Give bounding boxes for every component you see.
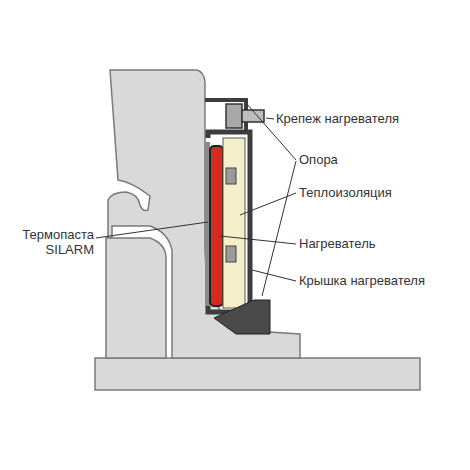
bottom-support — [214, 300, 270, 334]
part-label: Опора — [299, 152, 338, 167]
screw — [226, 168, 236, 184]
insulation — [223, 138, 245, 308]
heater-cover — [208, 132, 250, 312]
base-plate — [95, 358, 420, 390]
heater — [210, 146, 223, 306]
bolt-head — [226, 104, 242, 128]
leader-lines — [96, 103, 296, 296]
screw — [226, 246, 236, 262]
part-label: Теплоизоляция — [299, 185, 392, 200]
part-label: Крышка нагревателя — [299, 273, 425, 288]
part-label: Крепеж нагревателя — [276, 111, 399, 126]
support-bracket — [205, 100, 246, 134]
part-label: Нагреватель — [299, 236, 376, 251]
part-label: Термопаста SILARM — [6, 227, 94, 257]
rail-clamp — [106, 238, 166, 358]
